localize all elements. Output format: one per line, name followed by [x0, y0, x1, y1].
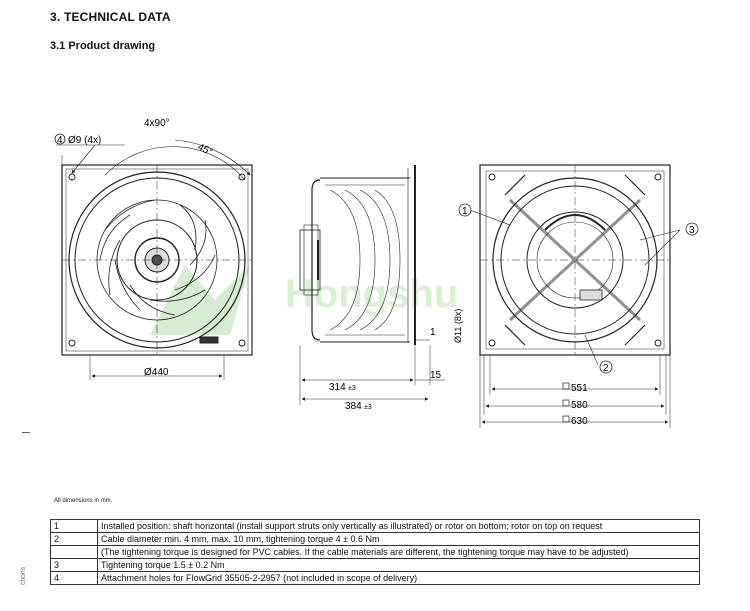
section-title: 3. TECHNICAL DATA: [50, 10, 171, 24]
watermark-text: Hongshu: [285, 272, 458, 316]
table-row: 2 Cable diameter min. 4 mm, max. 10 mm, …: [50, 532, 700, 546]
dim-314-label: 314: [329, 382, 346, 393]
note-text: Cable diameter min. 4 mm, max. 10 mm, ti…: [97, 532, 700, 546]
hole-spec-label: Ø9 (4x): [68, 135, 101, 146]
note-number: [50, 545, 98, 559]
callout-1-label: 1: [462, 206, 468, 217]
note-number: 2: [50, 532, 98, 546]
side-view: [299, 165, 445, 405]
table-row: 4 Attachment holes for FlowGrid 35505-2-…: [50, 571, 700, 585]
note-text: Installed position: shaft horizontal (in…: [97, 519, 700, 533]
sq-551-label: 551: [571, 383, 588, 394]
note-text: Attachment holes for FlowGrid 35505-2-29…: [97, 571, 700, 585]
callout-4-label: 4: [57, 135, 63, 146]
square-symbol-630: [562, 415, 570, 423]
angle-4x90-label: 4x90°: [144, 118, 170, 129]
dim-314-tol: ±3: [348, 385, 356, 392]
dim-384-tol: ±3: [364, 404, 372, 411]
note-number: 3: [50, 558, 98, 572]
front-view: [56, 139, 253, 380]
dim-384-label: 384: [345, 401, 362, 412]
square-symbol-551: [562, 382, 570, 390]
table-row: 1 Installed position: shaft horizontal (…: [50, 519, 700, 533]
sq-630-label: 630: [571, 416, 588, 427]
table-row: (The tightening torque is designed for P…: [50, 545, 700, 559]
dim-1-label: 1: [430, 327, 436, 338]
dimensions-note: All dimensions in mm.: [54, 498, 113, 504]
side-text: ctions: [20, 566, 27, 585]
note-number: 1: [50, 519, 98, 533]
notes-table: 1 Installed position: shaft horizontal (…: [50, 519, 700, 585]
sq-580-label: 580: [571, 400, 588, 411]
callout-1-circle: [458, 203, 472, 217]
dim-15-label: 15: [430, 370, 442, 381]
callout-2-label: 2: [603, 363, 609, 374]
dia-440-label: Ø440: [144, 367, 169, 378]
callout-3-circle: [685, 222, 699, 236]
callout-4-circle: [54, 133, 66, 145]
callout-3-label: 3: [689, 225, 695, 236]
table-row: 3 Tightening torque 1.5 ± 0.2 Nm: [50, 558, 700, 572]
margin-mark: [22, 432, 30, 433]
note-text: Tightening torque 1.5 ± 0.2 Nm: [97, 558, 700, 572]
product-drawing: Hongshu 4 Ø9 (4x) 4x90° 45° Ø440: [54, 118, 699, 428]
callout-2-circle: [599, 360, 613, 374]
note-number: 4: [50, 571, 98, 585]
dim-11-label: Ø11 (8x): [453, 309, 463, 343]
subsection-title: 3.1 Product drawing: [50, 40, 156, 52]
angle-45-label: 45°: [196, 142, 214, 158]
rear-view: [469, 164, 681, 428]
square-symbol-580: [562, 399, 570, 407]
note-text: (The tightening torque is designed for P…: [97, 545, 700, 559]
